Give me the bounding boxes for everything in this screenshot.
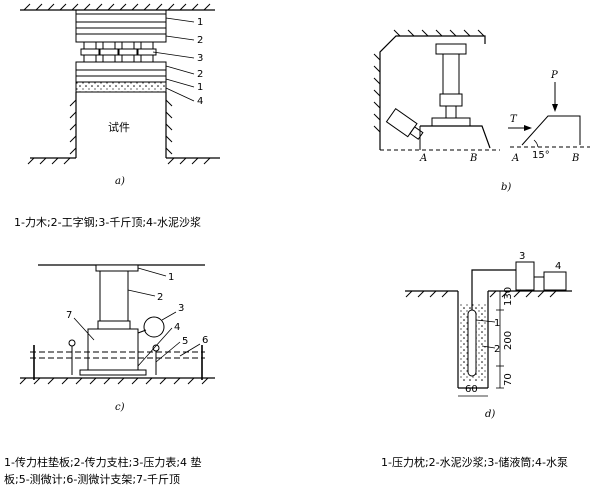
jack-collar <box>137 48 157 56</box>
panel-b-label: b) <box>501 182 511 193</box>
label-b-A2: A <box>511 153 519 164</box>
rock-hatch-b <box>373 29 485 133</box>
callout-a-4: 4 <box>197 96 203 107</box>
jack-foot-b <box>431 117 471 127</box>
pad-4 <box>79 369 147 376</box>
angle-arc <box>533 139 539 148</box>
panel-c: 1 2 3 4 5 6 7 c) <box>19 264 215 413</box>
callout-d-3: 3 <box>519 251 525 262</box>
specimen-hatch-right <box>165 99 173 155</box>
leaders-a <box>152 17 195 102</box>
caption-d: 1-压力枕;2-水泥沙浆;3-储液筒;4-水泵 <box>381 456 568 469</box>
label-b-A1: A <box>419 153 427 164</box>
mortar-layer-4 <box>75 81 167 93</box>
jack-ram-b <box>445 105 457 119</box>
dim-70: 70 <box>503 373 514 386</box>
callout-a-2b: 2 <box>197 69 203 80</box>
callout-c-1: 1 <box>168 272 174 283</box>
caption-c-line1: 1-传力柱垫板;2-传力支柱;3-压力表;4 垫 <box>4 456 202 469</box>
label-b-B2: B <box>571 153 579 164</box>
caption-a: 1-力木;2-工字钢;3-千斤顶;4-水泥沙浆 <box>14 216 201 229</box>
floor-hatch-a <box>27 157 211 165</box>
plate-1-bottom <box>75 75 167 83</box>
panel-c-label: c) <box>115 402 125 413</box>
column-2 <box>99 270 129 322</box>
plate-1-top <box>75 13 167 23</box>
rock-outline-b <box>379 35 486 150</box>
i-beam-top <box>75 33 167 43</box>
gauge-pipe <box>137 329 147 334</box>
jack-body-b <box>442 53 460 95</box>
plate-2-top <box>75 21 167 29</box>
label-b-B1: B <box>469 153 477 164</box>
label-b-P: P <box>550 70 558 81</box>
bearing-plate-1 <box>95 264 139 272</box>
pipe-d <box>471 269 516 310</box>
label-b-angle: 15° <box>532 150 550 161</box>
force-T-head <box>524 125 532 131</box>
panel-a: 1 2 3 2 1 4 试件 a) <box>20 3 220 187</box>
floor-hatch-c <box>19 377 209 385</box>
specimen-hatch-left <box>69 99 77 155</box>
ground-hatch-top-a <box>23 3 211 11</box>
i-beam-bottom <box>75 61 167 71</box>
callout-d-1: 1 <box>494 318 500 329</box>
label-b-T: T <box>510 114 518 125</box>
pressure-gauge-3 <box>143 316 165 338</box>
jack-base-b <box>439 93 463 107</box>
leaders-c <box>73 267 201 367</box>
callout-a-3: 3 <box>197 53 203 64</box>
plate-2-bottom <box>75 69 167 77</box>
callout-c-3: 3 <box>178 303 184 314</box>
callout-a-2: 2 <box>197 35 203 46</box>
jack-collar <box>118 48 138 56</box>
panel-b: A B P T 15° A B b) <box>373 29 590 193</box>
callout-a-1: 1 <box>197 17 203 28</box>
panel-a-label: a) <box>115 176 125 187</box>
micrometer-5b-head <box>152 344 160 352</box>
plate-2-top-b <box>75 27 167 35</box>
dim-130: 130 <box>503 287 514 306</box>
jack-top-plate-b <box>435 43 467 55</box>
dim-60: 60 <box>465 384 478 395</box>
leaders-d <box>475 319 496 349</box>
force-block <box>521 115 581 146</box>
callout-d-2: 2 <box>494 344 500 355</box>
reservoir-3 <box>515 261 535 291</box>
dim-ticks <box>496 290 504 389</box>
pressure-pillow-1 <box>467 309 477 377</box>
callout-c-6: 6 <box>202 335 208 346</box>
caption-c-line2: 板;5-测微计;6-测微计支架;7-千斤顶 <box>4 473 181 486</box>
dim-200: 200 <box>503 331 514 350</box>
callout-c-4: 4 <box>174 322 180 333</box>
jack-row <box>80 41 157 63</box>
jack-collar <box>99 48 119 56</box>
specimen-label: 试件 <box>108 121 130 134</box>
column-foot <box>97 320 131 330</box>
panel-d-label: d) <box>485 409 495 420</box>
callout-c-5: 5 <box>182 336 188 347</box>
jack-collar <box>80 48 100 56</box>
callout-d-4: 4 <box>555 261 561 272</box>
inclined-jack-b <box>385 107 424 140</box>
pump-4 <box>543 271 567 291</box>
callout-c-7: 7 <box>66 310 72 321</box>
callout-a-1b: 1 <box>197 82 203 93</box>
panel-d: 3 4 130 200 70 60 1 2 d) <box>405 251 572 420</box>
force-P-head <box>552 104 558 112</box>
micrometer-5a-head <box>68 339 76 347</box>
callout-c-2: 2 <box>157 292 163 303</box>
specimen-b <box>420 125 491 149</box>
ground-hatch-d <box>405 290 557 298</box>
